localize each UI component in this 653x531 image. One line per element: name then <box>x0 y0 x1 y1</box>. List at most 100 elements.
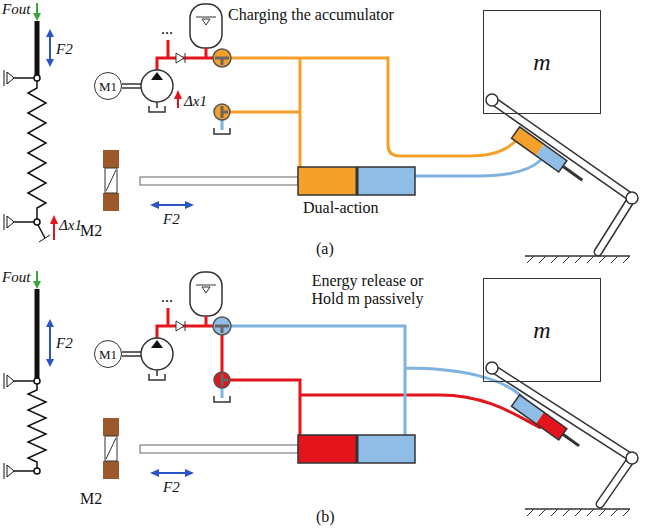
shank-link <box>598 198 632 252</box>
spring-symbol <box>28 384 46 468</box>
output-rod <box>35 21 40 75</box>
displacement-arrow <box>53 223 55 240</box>
three-way-valve <box>214 104 230 120</box>
motor-shaft <box>122 352 141 356</box>
panel-label: (b) <box>316 508 335 526</box>
link-line <box>38 225 45 238</box>
accumulator-mark <box>196 17 216 18</box>
check-valve <box>176 53 184 63</box>
accumulator-mark <box>196 285 216 286</box>
mass-box: m <box>483 278 601 382</box>
displacement-arrow <box>177 98 179 108</box>
ground-symbol <box>7 465 14 477</box>
arrow-head <box>46 59 54 67</box>
ball-screw-nut <box>105 168 117 193</box>
spring-model <box>4 3 58 242</box>
piston-rod <box>140 177 298 185</box>
valve-spool <box>222 106 228 118</box>
ground-hatch <box>527 256 630 263</box>
tank-symbol <box>149 370 165 380</box>
panel-a <box>4 3 638 263</box>
hip-joint <box>486 362 498 374</box>
motor-circle: M1 <box>94 72 122 100</box>
piston-rod <box>563 434 579 446</box>
three-way-valve <box>214 372 230 388</box>
pump-symbol <box>141 70 173 102</box>
ground-symbol <box>4 463 5 479</box>
hydraulic-circuit <box>103 272 541 479</box>
piston <box>356 167 359 195</box>
arrow-head <box>50 215 58 224</box>
pin-joint <box>34 378 40 384</box>
piston-rod <box>563 166 583 180</box>
ground-symbol <box>7 72 14 84</box>
valve-body <box>214 104 230 120</box>
motor-label: M1 <box>99 347 117 362</box>
ground-symbol <box>7 375 14 387</box>
pump-symbol <box>151 340 163 348</box>
mass-label: m <box>533 317 550 343</box>
spring-model <box>4 271 54 479</box>
displacement-label: Δx1 <box>59 216 82 234</box>
ground-symbol <box>7 216 14 228</box>
piston-rod <box>140 445 298 453</box>
knee-joint <box>626 192 638 204</box>
force-label: F2 <box>163 478 180 496</box>
ground-hatch <box>527 509 630 516</box>
leg-cylinder <box>512 395 584 452</box>
force-arrow <box>158 472 186 474</box>
accumulator <box>190 272 222 316</box>
arrow-head <box>46 359 54 367</box>
check-valve <box>185 321 186 331</box>
motor-circle: M1 <box>94 340 122 368</box>
robot-leg <box>486 94 638 263</box>
motor-stator <box>103 418 119 436</box>
three-way-valve <box>213 49 231 67</box>
ball-screw-nut <box>106 170 116 191</box>
piston <box>356 435 359 463</box>
dual-action-cylinder <box>298 167 415 195</box>
cylinder-chamber <box>298 167 357 195</box>
force-label: F2 <box>56 40 73 58</box>
valve-spool <box>215 326 229 333</box>
ball-screw-nut <box>106 438 116 459</box>
valve-spool <box>222 374 228 386</box>
link-line <box>14 380 34 382</box>
pin-joint <box>34 219 40 225</box>
accumulator <box>190 4 222 48</box>
motor-stator <box>103 193 119 211</box>
arrow-head <box>150 201 159 209</box>
mass-box: m <box>483 10 601 114</box>
force-arrow <box>36 271 38 282</box>
ground-symbol <box>39 235 50 242</box>
force-arrow <box>49 36 51 60</box>
three-way-valve <box>213 317 231 335</box>
displacement-label: Δx1 <box>184 92 207 110</box>
check-valve <box>176 321 184 331</box>
motor-stator <box>103 150 119 168</box>
force-label: Fout <box>2 268 30 286</box>
arrow-head <box>185 469 194 477</box>
accumulator-mark <box>202 19 210 25</box>
ellipsis-label: ... <box>161 288 173 306</box>
ground-symbol <box>4 70 5 86</box>
thigh-link <box>492 100 632 198</box>
mode-label: Charging the accumulator <box>228 6 394 24</box>
hip-joint <box>486 94 498 106</box>
motor-label: M2 <box>80 222 102 240</box>
motor-stator <box>103 461 119 479</box>
force-arrow <box>36 3 38 14</box>
cylinder-outline <box>512 395 567 440</box>
motor-label: M1 <box>99 79 117 94</box>
shank-link <box>598 198 632 252</box>
force-label: Fout <box>2 0 30 18</box>
pump-symbol <box>151 72 163 80</box>
tank-symbol <box>149 102 165 112</box>
arrow-head <box>46 29 54 37</box>
dual-action-cylinder <box>298 435 415 463</box>
force-label: F2 <box>56 334 73 352</box>
arrow-head <box>185 201 194 209</box>
check-valve <box>185 53 186 63</box>
force-arrow <box>49 326 51 360</box>
